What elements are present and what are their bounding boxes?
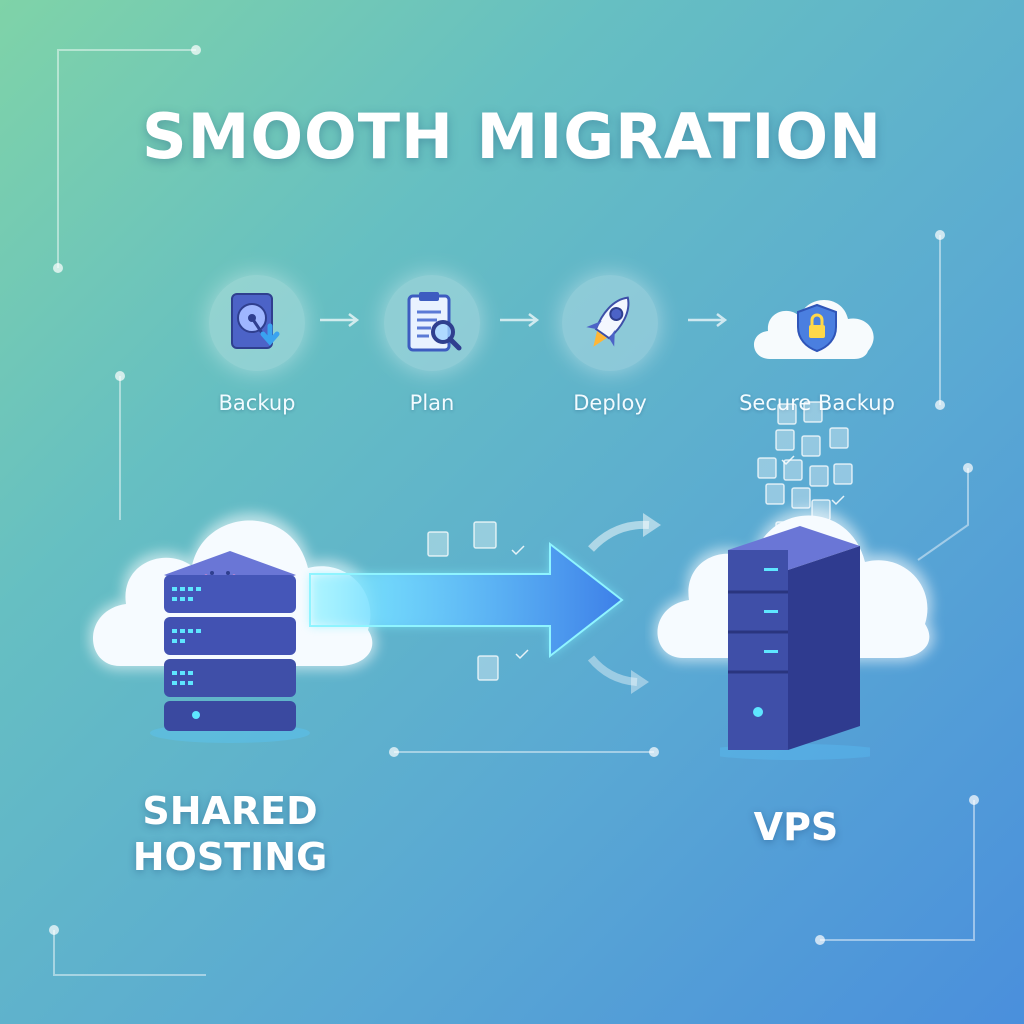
- page-title: SMOOTH MIGRATION: [141, 100, 883, 173]
- shared-hosting-label-line1: SHARED: [142, 789, 318, 833]
- hard-drive-icon: [209, 275, 305, 371]
- step-label: Backup: [218, 391, 296, 415]
- shared-hosting-label: SHARED HOSTING: [100, 788, 360, 880]
- clipboard-search-icon: [384, 275, 480, 371]
- arrow-right-icon: [688, 313, 728, 327]
- step-backup: Backup: [172, 275, 342, 415]
- rocket-icon: [562, 275, 658, 371]
- step-secure-backup: Secure Backup: [732, 275, 902, 415]
- arrow-right-icon: [500, 313, 540, 327]
- step-label: Deploy: [573, 391, 647, 415]
- step-deploy: Deploy: [525, 275, 695, 415]
- arrow-right-icon: [320, 313, 360, 327]
- step-plan: Plan: [347, 275, 517, 415]
- curved-arrow-icon: [587, 655, 649, 694]
- file-icons-decoration: [427, 401, 853, 681]
- vps-label: VPS: [753, 805, 839, 849]
- migration-arrow-icon: [309, 541, 624, 659]
- shared-hosting-server-icon: [150, 551, 310, 743]
- step-label: Secure Backup: [739, 391, 895, 415]
- cloud-shield-icon: [742, 275, 892, 371]
- shared-hosting-label-line2: HOSTING: [132, 835, 328, 879]
- step-label: Plan: [409, 391, 455, 415]
- vps-server-icon: [720, 526, 870, 760]
- curved-arrow-icon: [588, 513, 661, 552]
